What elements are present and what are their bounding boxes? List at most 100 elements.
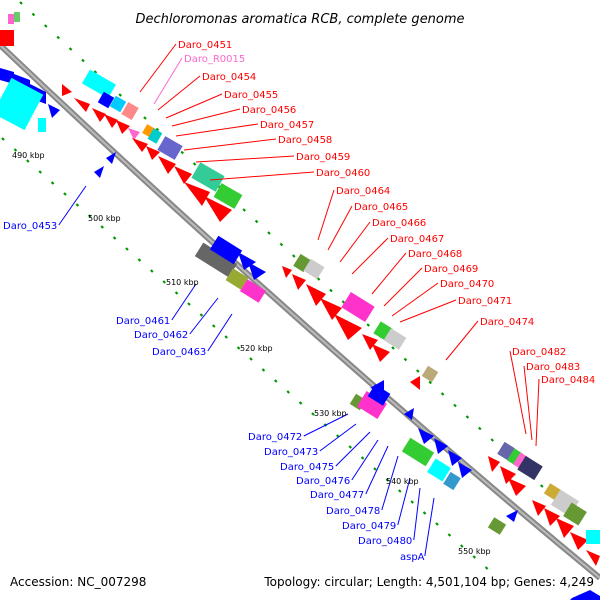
gene-feature[interactable] <box>507 448 523 466</box>
gene-label-daro_0477[interactable]: Daro_0477 <box>310 490 364 501</box>
gene-feature[interactable] <box>248 262 266 280</box>
gene-feature[interactable] <box>213 183 243 209</box>
gene-feature[interactable] <box>404 408 414 420</box>
gene-feature[interactable] <box>367 384 391 406</box>
gene-feature[interactable] <box>306 284 326 306</box>
gene-feature[interactable] <box>341 291 375 323</box>
gene-feature[interactable] <box>497 441 515 461</box>
gene-feature[interactable] <box>488 456 500 472</box>
gene-feature[interactable] <box>0 77 44 131</box>
gene-feature[interactable] <box>292 274 306 290</box>
gene-feature[interactable] <box>184 182 210 206</box>
gene-feature[interactable] <box>544 508 560 526</box>
gene-label-daro_0482[interactable]: Daro_0482 <box>512 347 566 358</box>
gene-label-daro_0478[interactable]: Daro_0478 <box>326 506 380 517</box>
gene-label-daro_0462[interactable]: Daro_0462 <box>134 330 188 341</box>
gene-feature[interactable] <box>448 450 462 466</box>
gene-feature[interactable] <box>506 510 518 522</box>
gene-feature[interactable] <box>62 84 72 96</box>
gene-feature[interactable] <box>128 128 140 140</box>
gene-feature[interactable] <box>146 146 160 160</box>
gene-feature[interactable] <box>517 455 543 481</box>
gene-label-aspa[interactable]: aspA <box>400 552 425 563</box>
gene-feature[interactable] <box>458 462 472 478</box>
gene-feature[interactable] <box>106 152 116 164</box>
gene-label-daro_0451[interactable]: Daro_0451 <box>178 40 232 51</box>
gene-feature[interactable] <box>225 268 249 290</box>
gene-feature[interactable] <box>121 101 139 121</box>
gene-label-daro_0483[interactable]: Daro_0483 <box>526 362 580 373</box>
gene-feature[interactable] <box>410 376 420 390</box>
gene-label-daro_0466[interactable]: Daro_0466 <box>372 218 426 229</box>
gene-feature[interactable] <box>570 532 588 550</box>
gene-feature[interactable] <box>94 166 104 178</box>
gene-feature[interactable] <box>357 391 387 419</box>
gene-feature[interactable] <box>82 69 116 99</box>
gene-label-daro_0459[interactable]: Daro_0459 <box>296 152 350 163</box>
gene-feature[interactable] <box>563 502 587 526</box>
gene-feature[interactable] <box>421 365 439 383</box>
gene-feature[interactable] <box>556 518 574 538</box>
gene-label-daro_0465[interactable]: Daro_0465 <box>354 202 408 213</box>
gene-label-daro_0461[interactable]: Daro_0461 <box>116 316 170 327</box>
gene-feature[interactable] <box>0 30 14 46</box>
gene-feature[interactable] <box>427 458 451 482</box>
gene-label-daro_0474[interactable]: Daro_0474 <box>480 317 534 328</box>
gene-label-daro_0460[interactable]: Daro_0460 <box>316 168 370 179</box>
gene-feature[interactable] <box>320 298 342 320</box>
gene-feature[interactable] <box>104 114 118 128</box>
gene-feature[interactable] <box>209 235 243 265</box>
gene-label-daro_0484[interactable]: Daro_0484 <box>541 375 595 386</box>
gene-feature[interactable] <box>586 530 600 544</box>
gene-feature[interactable] <box>14 12 20 22</box>
gene-label-daro_0469[interactable]: Daro_0469 <box>424 264 478 275</box>
gene-feature[interactable] <box>194 242 238 278</box>
gene-feature[interactable] <box>132 138 148 152</box>
gene-label-daro_0454[interactable]: Daro_0454 <box>202 72 256 83</box>
gene-feature[interactable] <box>570 590 600 600</box>
gene-feature[interactable] <box>157 136 183 160</box>
gene-feature[interactable] <box>38 118 46 132</box>
gene-label-daro_0458[interactable]: Daro_0458 <box>278 135 332 146</box>
gene-feature[interactable] <box>204 196 232 222</box>
gene-label-daro_0455[interactable]: Daro_0455 <box>224 90 278 101</box>
gene-label-daro_0453[interactable]: Daro_0453 <box>3 221 57 232</box>
gene-feature[interactable] <box>109 95 127 113</box>
gene-feature[interactable] <box>238 252 256 270</box>
gene-feature[interactable] <box>586 550 600 566</box>
gene-feature[interactable] <box>174 166 192 184</box>
gene-label-daro_0463[interactable]: Daro_0463 <box>152 347 206 358</box>
gene-feature[interactable] <box>383 328 407 350</box>
gene-feature[interactable] <box>282 266 292 278</box>
gene-feature[interactable] <box>418 428 434 444</box>
gene-feature[interactable] <box>513 452 529 470</box>
gene-feature[interactable] <box>48 104 60 118</box>
gene-feature[interactable] <box>532 500 546 516</box>
gene-feature[interactable] <box>92 108 106 122</box>
gene-label-daro_0475[interactable]: Daro_0475 <box>280 462 334 473</box>
gene-feature[interactable] <box>116 120 130 134</box>
gene-feature[interactable] <box>303 258 325 280</box>
gene-feature[interactable] <box>147 128 163 144</box>
gene-feature[interactable] <box>97 91 115 109</box>
gene-feature[interactable] <box>434 438 448 454</box>
gene-feature[interactable] <box>74 98 90 112</box>
gene-feature[interactable] <box>191 162 225 192</box>
gene-label-daro_0476[interactable]: Daro_0476 <box>296 476 350 487</box>
gene-label-daro_0467[interactable]: Daro_0467 <box>390 234 444 245</box>
gene-label-daro_0457[interactable]: Daro_0457 <box>260 120 314 131</box>
gene-label-daro_0473[interactable]: Daro_0473 <box>264 447 318 458</box>
gene-feature[interactable] <box>500 466 516 484</box>
gene-feature[interactable] <box>372 344 390 362</box>
gene-feature[interactable] <box>293 253 311 273</box>
gene-label-daro_0456[interactable]: Daro_0456 <box>242 105 296 116</box>
gene-feature[interactable] <box>362 334 378 350</box>
gene-label-daro_0479[interactable]: Daro_0479 <box>342 521 396 532</box>
gene-feature[interactable] <box>158 156 176 174</box>
gene-feature[interactable] <box>487 517 507 535</box>
gene-feature[interactable] <box>401 437 435 467</box>
gene-feature[interactable] <box>443 471 461 491</box>
gene-label-daro_r0015[interactable]: Daro_R0015 <box>184 54 245 65</box>
gene-feature[interactable] <box>334 314 362 340</box>
gene-label-daro_0472[interactable]: Daro_0472 <box>248 432 302 443</box>
